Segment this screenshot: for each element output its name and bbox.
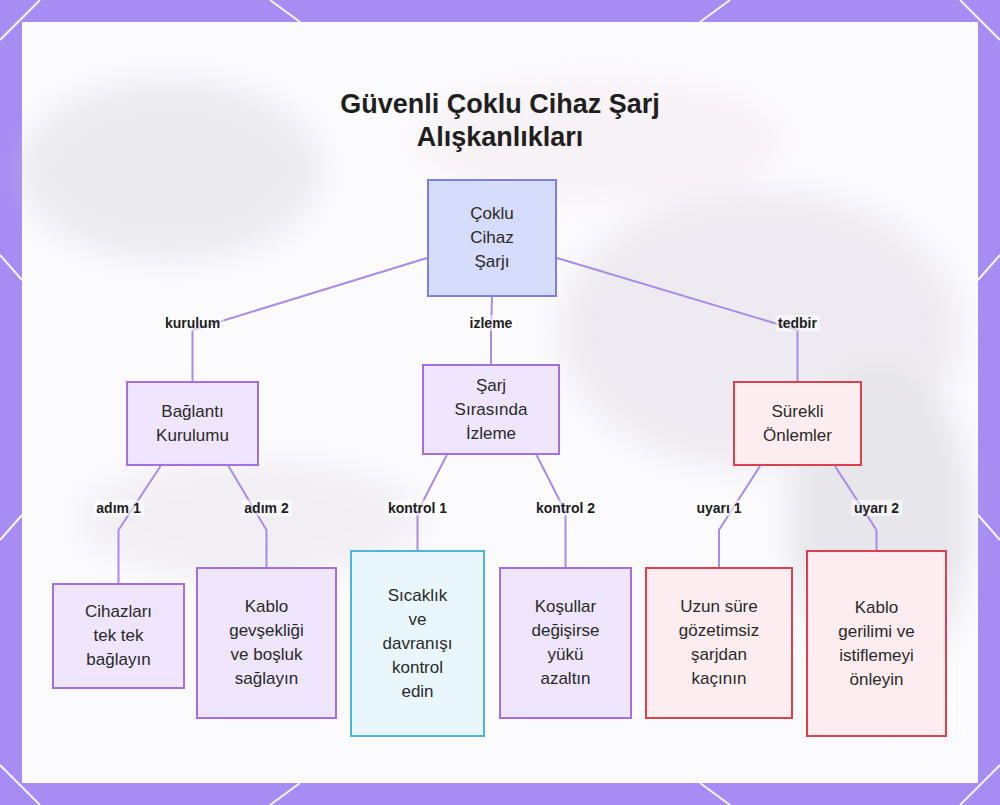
tree-connector	[119, 466, 161, 583]
edge-label: tedbir	[775, 315, 820, 331]
node-text: Çoklu Cihaz Şarjı	[463, 202, 521, 274]
node-text: Şarj Sırasında İzleme	[450, 374, 532, 446]
tree-connector	[719, 466, 760, 567]
node-text: Bağlantı Kurulumu	[148, 400, 237, 448]
tip-box: Uzun süre gözetimsiz şarjdan kaçının	[645, 567, 793, 719]
diagram-title: Güvenli Çoklu Cihaz Şarj Alışkanlıkları	[300, 88, 700, 154]
edge-label: uyarı 2	[851, 500, 902, 516]
tip-box: Cihazları tek tek bağlayın	[52, 583, 185, 689]
edge-label: adım 1	[93, 500, 143, 516]
node-text: Sıcaklık ve davranışı kontrol edin	[378, 584, 457, 704]
root-box: Çoklu Cihaz Şarjı	[427, 179, 557, 297]
edge-label: kontrol 2	[533, 500, 598, 516]
category-box: Sürekli Önlemler	[733, 381, 862, 466]
node-text: Sürekli Önlemler	[755, 400, 840, 448]
node-text: Kablo gevşekliği ve boşluk sağlayın	[218, 595, 315, 691]
node-text: Koşullar değişirse yükü azaltın	[521, 595, 610, 691]
node-text: Kablo gerilimi ve istiflemeyi önleyin	[832, 596, 921, 692]
node-text: Cihazları tek tek bağlayın	[76, 600, 161, 672]
node-text: Uzun süre gözetimsiz şarjdan kaçının	[669, 595, 769, 691]
edge-label: kurulum	[162, 315, 223, 331]
tip-box: Koşullar değişirse yükü azaltın	[499, 567, 632, 719]
tree-connector	[193, 258, 428, 381]
edge-label: izleme	[467, 315, 516, 331]
edge-label: adım 2	[241, 500, 291, 516]
tip-box: Kablo gevşekliği ve boşluk sağlayın	[196, 567, 337, 719]
category-box: Bağlantı Kurulumu	[126, 381, 259, 466]
tree-connector	[557, 258, 798, 381]
tip-box: Sıcaklık ve davranışı kontrol edin	[350, 550, 485, 737]
category-box: Şarj Sırasında İzleme	[422, 364, 560, 455]
tree-connector	[228, 466, 266, 567]
edge-label: kontrol 1	[385, 500, 450, 516]
edge-label: uyarı 1	[693, 500, 744, 516]
tip-box: Kablo gerilimi ve istiflemeyi önleyin	[806, 550, 947, 737]
